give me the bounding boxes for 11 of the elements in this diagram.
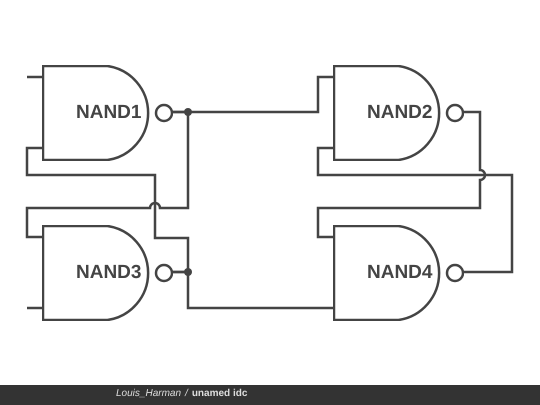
- wire: [27, 306, 42, 310]
- author-name: Louis_Harman: [116, 388, 182, 399]
- wire: [27, 76, 42, 78]
- diagram-title: unamed idc: [192, 388, 248, 399]
- wire: [26, 146, 190, 274]
- gate-label: NAND4: [367, 262, 432, 284]
- gate-label: NAND2: [367, 102, 432, 124]
- wire: [316, 146, 514, 274]
- gate-label: NAND1: [76, 102, 142, 124]
- separator-text: /: [185, 388, 188, 399]
- gate-label: NAND3: [76, 262, 142, 284]
